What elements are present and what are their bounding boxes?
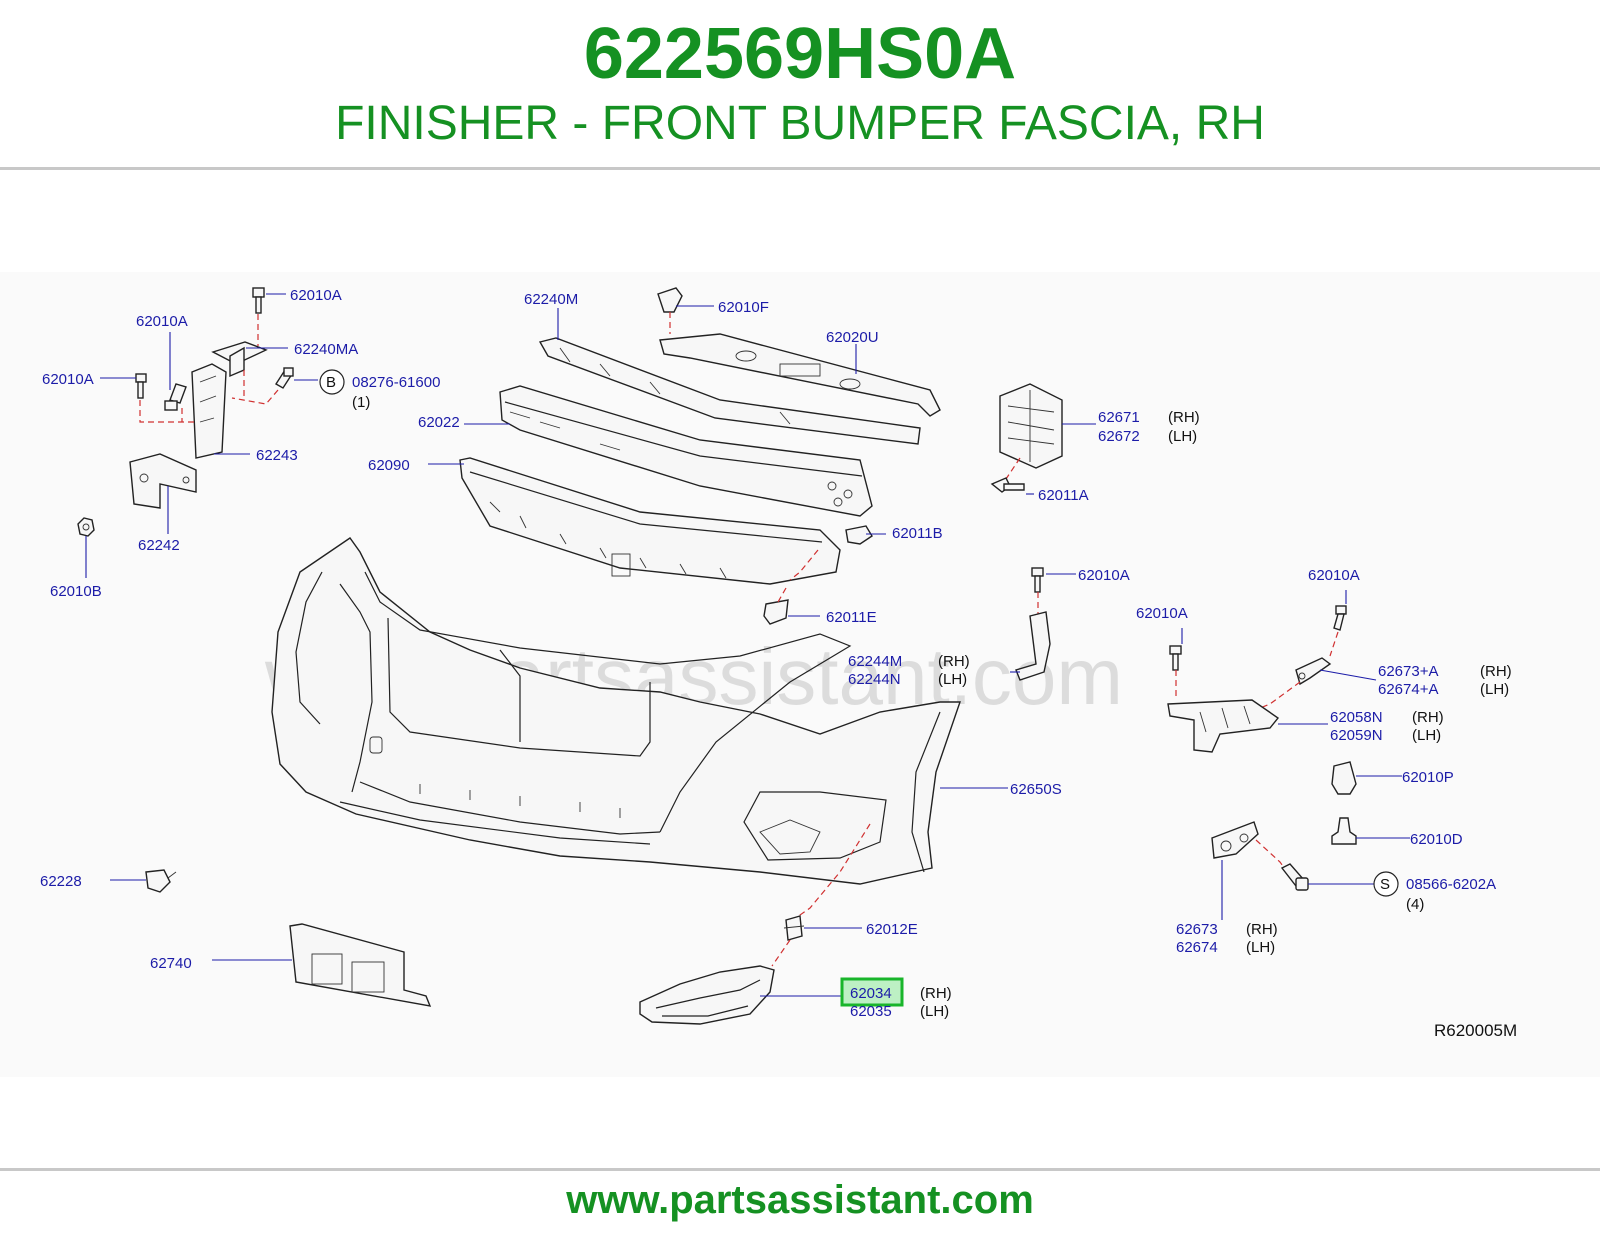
part-62228-cap (145, 869, 177, 893)
callout-b-marker: B (326, 374, 336, 391)
part-62650S-bumper-fascia (271, 537, 961, 885)
part-62242-bracket (129, 453, 197, 509)
label-62058N: 62058N (1330, 709, 1383, 726)
label-62034[interactable]: 62034 (850, 985, 892, 1002)
part-number-title: 622569HS0A (583, 14, 1017, 94)
part-62010A-bolt-top (252, 287, 265, 314)
side-62674: (LH) (1246, 939, 1275, 956)
part-62673-holder (1211, 821, 1259, 859)
label-62010A-mid: 62010A (1078, 567, 1130, 584)
side-62673: (RH) (1246, 921, 1278, 938)
side-62059N: (LH) (1412, 727, 1441, 744)
diagram-panel: www.partsassistant.com 62010A 62240MA 62… (0, 272, 1600, 1077)
part-62010F-clip (657, 287, 683, 313)
callout-s-circle (1373, 871, 1399, 897)
label-62674: 62674 (1176, 939, 1218, 956)
label-62022: 62022 (418, 414, 460, 431)
label-62035: 62035 (850, 1003, 892, 1020)
label-62010A-right: 62010A (1136, 605, 1188, 622)
label-62672: 62672 (1098, 428, 1140, 445)
part-62010B-nut (77, 517, 95, 537)
side-62058N: (RH) (1412, 709, 1444, 726)
label-62240M: 62240M (524, 291, 578, 308)
qty-08566-6202A: (4) (1406, 896, 1424, 913)
side-62244N: (LH) (938, 671, 967, 688)
label-62012E: 62012E (866, 921, 918, 938)
label-08566-6202A: 08566-6202A (1406, 876, 1496, 893)
label-62740: 62740 (150, 955, 192, 972)
label-62010D: 62010D (1410, 831, 1463, 848)
label-62010B: 62010B (50, 583, 102, 600)
part-62058N-bracket (1167, 699, 1280, 753)
label-62010A-left-b: 62010A (42, 371, 94, 388)
part-62090-absorber (459, 457, 841, 585)
side-62674A: (LH) (1480, 681, 1509, 698)
label-62059N: 62059N (1330, 727, 1383, 744)
side-62671: (RH) (1168, 409, 1200, 426)
side-62672: (LH) (1168, 428, 1197, 445)
part-62034-finisher (639, 965, 775, 1025)
side-62244M: (RH) (938, 653, 970, 670)
label-62650S: 62650S (1010, 781, 1062, 798)
part-62010P-clip (1331, 761, 1357, 795)
label-62240MA: 62240MA (294, 341, 358, 358)
label-62242: 62242 (138, 537, 180, 554)
part-62010A-bolt-far-right (1333, 605, 1347, 631)
part-62012E-clip (783, 915, 805, 941)
bottom-divider (0, 1168, 1600, 1171)
label-62090: 62090 (368, 457, 410, 474)
part-62011E-clip (763, 599, 789, 625)
label-62010P: 62010P (1402, 769, 1454, 786)
side-62034: (RH) (920, 985, 952, 1002)
label-62011E: 62011E (826, 609, 877, 626)
callout-b-circle (319, 369, 345, 395)
part-62011B-clip (845, 525, 873, 545)
part-62010A-bolt-left (135, 373, 147, 399)
part-62010A-bolt-right (1169, 645, 1182, 671)
part-62243-stay (191, 363, 227, 459)
label-62011B: 62011B (892, 525, 943, 542)
highlight-62034 (840, 977, 904, 1007)
label-62228: 62228 (40, 873, 82, 890)
side-62673A: (RH) (1480, 663, 1512, 680)
label-62010A-right2: 62010A (1308, 567, 1360, 584)
part-62011A-bolt (990, 477, 1025, 493)
label-62011A: 62011A (1038, 487, 1089, 504)
label-62673: 62673 (1176, 921, 1218, 938)
part-62671-sensor-unit (999, 383, 1063, 469)
part-62022-reinforcement (499, 385, 873, 517)
label-62020U: 62020U (826, 329, 879, 346)
part-62240M-rail (538, 337, 921, 445)
label-62244M: 62244M (848, 653, 902, 670)
part-description: FINISHER - FRONT BUMPER FASCIA, RH (335, 97, 1265, 150)
label-62673A: 62673+A (1378, 663, 1438, 680)
label-62674A: 62674+A (1378, 681, 1438, 698)
top-divider (0, 167, 1600, 170)
qty-08276-61600: (1) (352, 394, 370, 411)
label-62671: 62671 (1098, 409, 1140, 426)
part-62020U-upper-support (659, 333, 941, 417)
part-62740-license-bracket (289, 923, 432, 1007)
label-62010A-top: 62010A (290, 287, 342, 304)
reference-code: R620005M (1434, 1021, 1517, 1040)
parts-diagram: www.partsassistant.com 62010A 62240MA 62… (40, 287, 1517, 1040)
footer-website[interactable]: www.partsassistant.com (566, 1178, 1034, 1222)
part-08566-6202A-screw (1280, 863, 1309, 891)
part-62010D-clip (1331, 817, 1357, 845)
label-08276-61600: 08276-61600 (352, 374, 440, 391)
label-62244N: 62244N (848, 671, 901, 688)
side-62035: (LH) (920, 1003, 949, 1020)
part-62010A-bolt-left2 (164, 383, 187, 411)
label-62010F: 62010F (718, 299, 769, 316)
part-08276-61600-screw (275, 367, 294, 389)
part-62673A-stay (1295, 657, 1332, 686)
part-62010A-bolt-mid (1031, 567, 1044, 593)
label-62243: 62243 (256, 447, 298, 464)
part-62244M-stay (1015, 611, 1051, 681)
callout-s-marker: S (1380, 876, 1390, 893)
label-62010A-left-a: 62010A (136, 313, 188, 330)
